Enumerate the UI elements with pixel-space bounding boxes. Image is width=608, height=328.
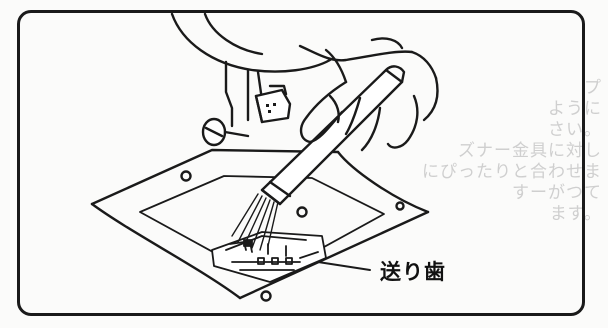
figure-frame xyxy=(17,10,585,316)
feed-dog-callout-label: 送り歯 xyxy=(380,256,446,286)
